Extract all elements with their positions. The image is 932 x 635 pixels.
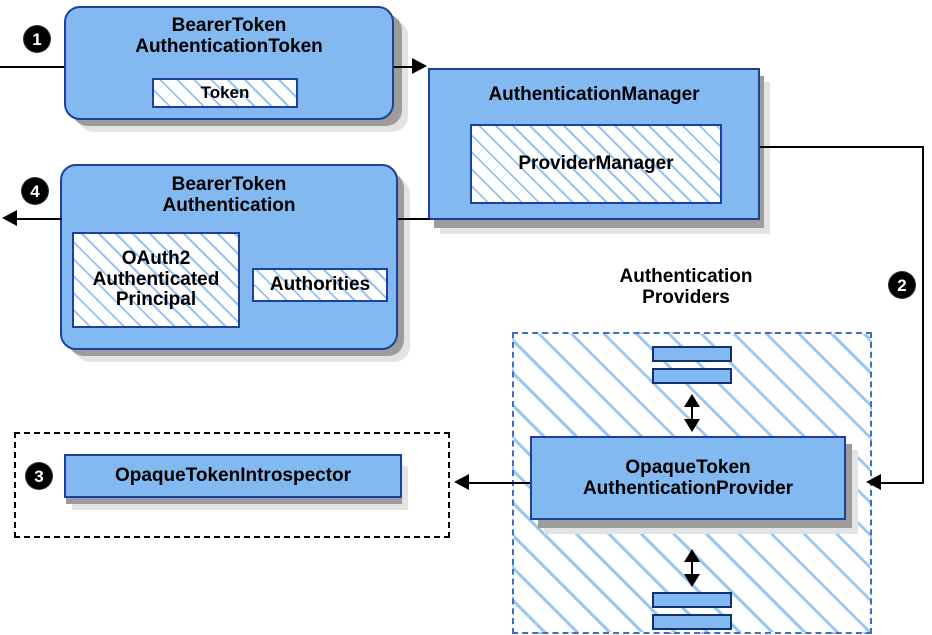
connector-manager-to-authentication-line bbox=[398, 218, 430, 220]
connector-manager-to-provider-top bbox=[760, 146, 924, 148]
provider-arrow-top-up bbox=[684, 394, 700, 407]
provider-bar-top-1 bbox=[652, 346, 732, 362]
connector-provider-to-introspector-arrow bbox=[454, 474, 469, 490]
connector-input-line bbox=[0, 66, 64, 68]
opaque-token-introspector-title: OpaqueTokenIntrospector bbox=[114, 465, 352, 487]
inner-oauth2-authenticated-principal[interactable]: OAuth2 Authenticated Principal bbox=[72, 232, 240, 328]
connector-output-arrow bbox=[2, 210, 17, 226]
connector-manager-to-provider-bottom bbox=[878, 482, 924, 484]
marker-3: 3 bbox=[26, 463, 52, 489]
connector-token-to-manager-line bbox=[394, 66, 418, 68]
authentication-manager-title: AuthenticationManager bbox=[488, 84, 700, 105]
connector-output-line bbox=[16, 218, 62, 220]
marker-4: 4 bbox=[22, 178, 48, 204]
opaque-token-authentication-provider-title: OpaqueToken AuthenticationProvider bbox=[582, 456, 794, 499]
bearer-token-authentication-title: BearerToken Authentication bbox=[162, 174, 296, 217]
provider-bar-bottom-1 bbox=[652, 592, 732, 608]
provider-bar-top-2 bbox=[652, 368, 732, 384]
provider-arrow-bottom-down bbox=[684, 574, 700, 587]
inner-provider-manager[interactable]: ProviderManager bbox=[470, 124, 722, 204]
provider-arrow-bottom-up bbox=[684, 549, 700, 562]
marker-2: 2 bbox=[889, 272, 915, 298]
connector-provider-to-introspector-line bbox=[468, 482, 530, 484]
provider-bar-bottom-2 bbox=[652, 614, 732, 630]
provider-arrow-top-line bbox=[691, 399, 693, 423]
node-opaque-token-authentication-provider[interactable]: OpaqueToken AuthenticationProvider bbox=[530, 436, 846, 520]
connector-manager-to-provider-right bbox=[922, 146, 924, 482]
connector-manager-to-provider-arrow bbox=[866, 474, 881, 490]
connector-token-to-manager-arrow bbox=[412, 58, 427, 74]
provider-arrow-bottom-line bbox=[691, 554, 693, 578]
node-opaque-token-introspector[interactable]: OpaqueTokenIntrospector bbox=[64, 454, 402, 498]
provider-arrow-top-down bbox=[684, 419, 700, 432]
bearer-token-authentication-token-title: BearerToken AuthenticationToken bbox=[135, 15, 323, 58]
authentication-providers-label: Authentication Providers bbox=[619, 266, 753, 309]
inner-authorities[interactable]: Authorities bbox=[252, 268, 388, 302]
inner-token[interactable]: Token bbox=[152, 78, 298, 108]
marker-1: 1 bbox=[24, 26, 50, 52]
